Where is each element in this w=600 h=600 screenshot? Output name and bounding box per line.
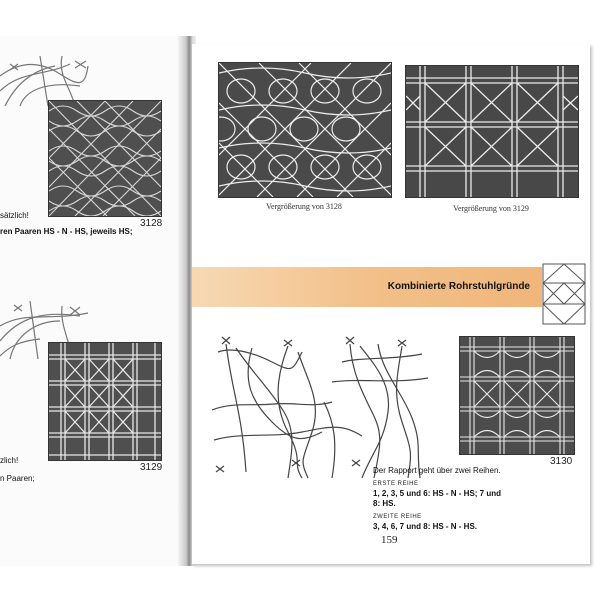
section-title: Kombinierte Rohrstuhlgründe bbox=[387, 281, 530, 292]
text-fragment: sätzlich! bbox=[0, 211, 29, 220]
caption-enlargement-3128: Vergrößerung von 3128 bbox=[266, 202, 342, 211]
lace-diagram-3128 bbox=[0, 56, 89, 107]
text-fragment: ren Paaren HS - N - HS, jeweils HS; bbox=[0, 227, 133, 236]
pattern-number-3130: 3130 bbox=[550, 456, 573, 467]
pattern-number-3128: 3128 bbox=[140, 218, 163, 229]
pattern-description: Der Rapport geht über zwei Reihen. Erste… bbox=[373, 466, 573, 537]
lace-diagram-3130 bbox=[212, 336, 429, 479]
first-row-text: 1, 2, 3, 5 und 6: HS - N - HS; 7 und 8: … bbox=[373, 489, 502, 508]
left-page: 3128 sätzlich! ren Paaren HS - N - HS, j… bbox=[0, 36, 188, 566]
pattern-number-3129: 3129 bbox=[140, 462, 163, 473]
text-fragment: zlich! bbox=[0, 456, 19, 465]
lace-enlargement-3129 bbox=[405, 65, 579, 198]
lace-photo-3128 bbox=[48, 100, 162, 217]
first-row-heading: Erste Reihe bbox=[373, 481, 419, 487]
section-band: Kombinierte Rohrstuhlgründe bbox=[192, 267, 542, 307]
lace-photo-3129 bbox=[48, 342, 162, 461]
caption-enlargement-3129: Vergrößerung von 3129 bbox=[453, 204, 529, 213]
second-row-heading: Zweite Reihe bbox=[373, 514, 422, 520]
text-fragment: n Paaren; bbox=[0, 474, 35, 483]
page-number: 159 bbox=[381, 534, 398, 546]
section-diamond-icon bbox=[542, 263, 586, 325]
lace-diagram-3129 bbox=[0, 301, 89, 360]
lace-enlargement-3128 bbox=[218, 62, 392, 198]
second-row-text: 3, 4, 6, 7 und 8: HS - N - HS. bbox=[373, 522, 478, 531]
lace-photo-3130 bbox=[459, 336, 575, 455]
description-intro: Der Rapport geht über zwei Reihen. bbox=[373, 466, 501, 475]
book-gutter bbox=[178, 36, 196, 566]
